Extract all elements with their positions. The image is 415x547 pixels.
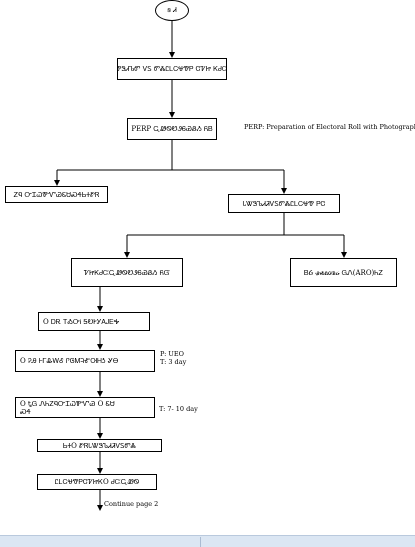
step-5-box: ᏤᏥᏦᏧᏨᏩᏪᏫᏬᏭᏮᏯᏰᏱ ᏲᏳ <box>71 258 183 287</box>
step-6-aro-box: ᏴᏵ ᏸᏹᏺᏻᏼᏽ ᏀᏁ(ARO)ᏂᏃ <box>290 258 397 287</box>
start-node: ꞩ Ꮧ <box>155 0 189 21</box>
step-10-box: ᏏᏐO ᏑᏒᏓᏔᏕᏖᏗᏘᏙᏚᏛᏜ <box>37 439 162 452</box>
step-3-box: ᏃᏄ ᏅᏆᏇᏈᏉᏊᏋᏌᏍᏎᏏᏐᏑᏒ <box>5 186 108 203</box>
bottom-status-bar <box>0 535 415 547</box>
step-11-box: ᏝᏞᏟᏠᏡᏢᏣᏤᏥᏦO ᏧᏨᏩᏪᏫ <box>37 474 157 490</box>
step-4-box: ᏓᏔᏕᏖᏗᏘᏙᏚᏛᏜᏝᏞᏟᏠᏡ ᏢᏣ <box>228 194 340 213</box>
step-9-time-note: T: 7- 10 day <box>159 405 198 413</box>
step-9-line-1: O ᎿᏀ ᏁᏂᏃᏄᏅᏆᏇᏈᏉᏊ O ᏋᏌ <box>20 399 115 408</box>
step-9-box: O ᎿᏀ ᏁᏂᏃᏄᏅᏆᏇᏈᏉᏊ O ᏋᏌ ᏍᏎ <box>15 397 155 418</box>
status-bar-divider <box>200 537 201 547</box>
continue-note: Continue page 2 <box>104 500 159 508</box>
step-8-time-note: T: 3 day <box>160 358 187 366</box>
step-7-box: O ᎠᎡ ᎢᎣᎤᎥ ᎦᎧᎨᎩᎪᎫᎬᎭ <box>38 312 150 331</box>
perp-definition-note: PERP: Preparation of Electoral Roll with… <box>244 123 415 131</box>
step-8-person-note: P: UEO <box>160 350 184 358</box>
step-1-box: ᏈᏕᏗᏖᏛ ᏙᏚ ᏛᏜᏝᏞᏟᏠᏡᏢ ᏣᏤᏥ ᏦᏧᏨ <box>117 58 227 80</box>
step-8-box: O ᎮᎯ ᎰᎱᎲᎳᎴ ᎵᎶᎷᎸᎹᎺᎻᎼ ᎽᎾ <box>15 350 155 372</box>
step-2-perp-box: PERP ᏩᏪᏫᏬᏭᏮᏯᏰᏱ ᏲᏴ <box>127 118 217 140</box>
step-9-line-2: ᏍᏎ <box>20 407 31 416</box>
